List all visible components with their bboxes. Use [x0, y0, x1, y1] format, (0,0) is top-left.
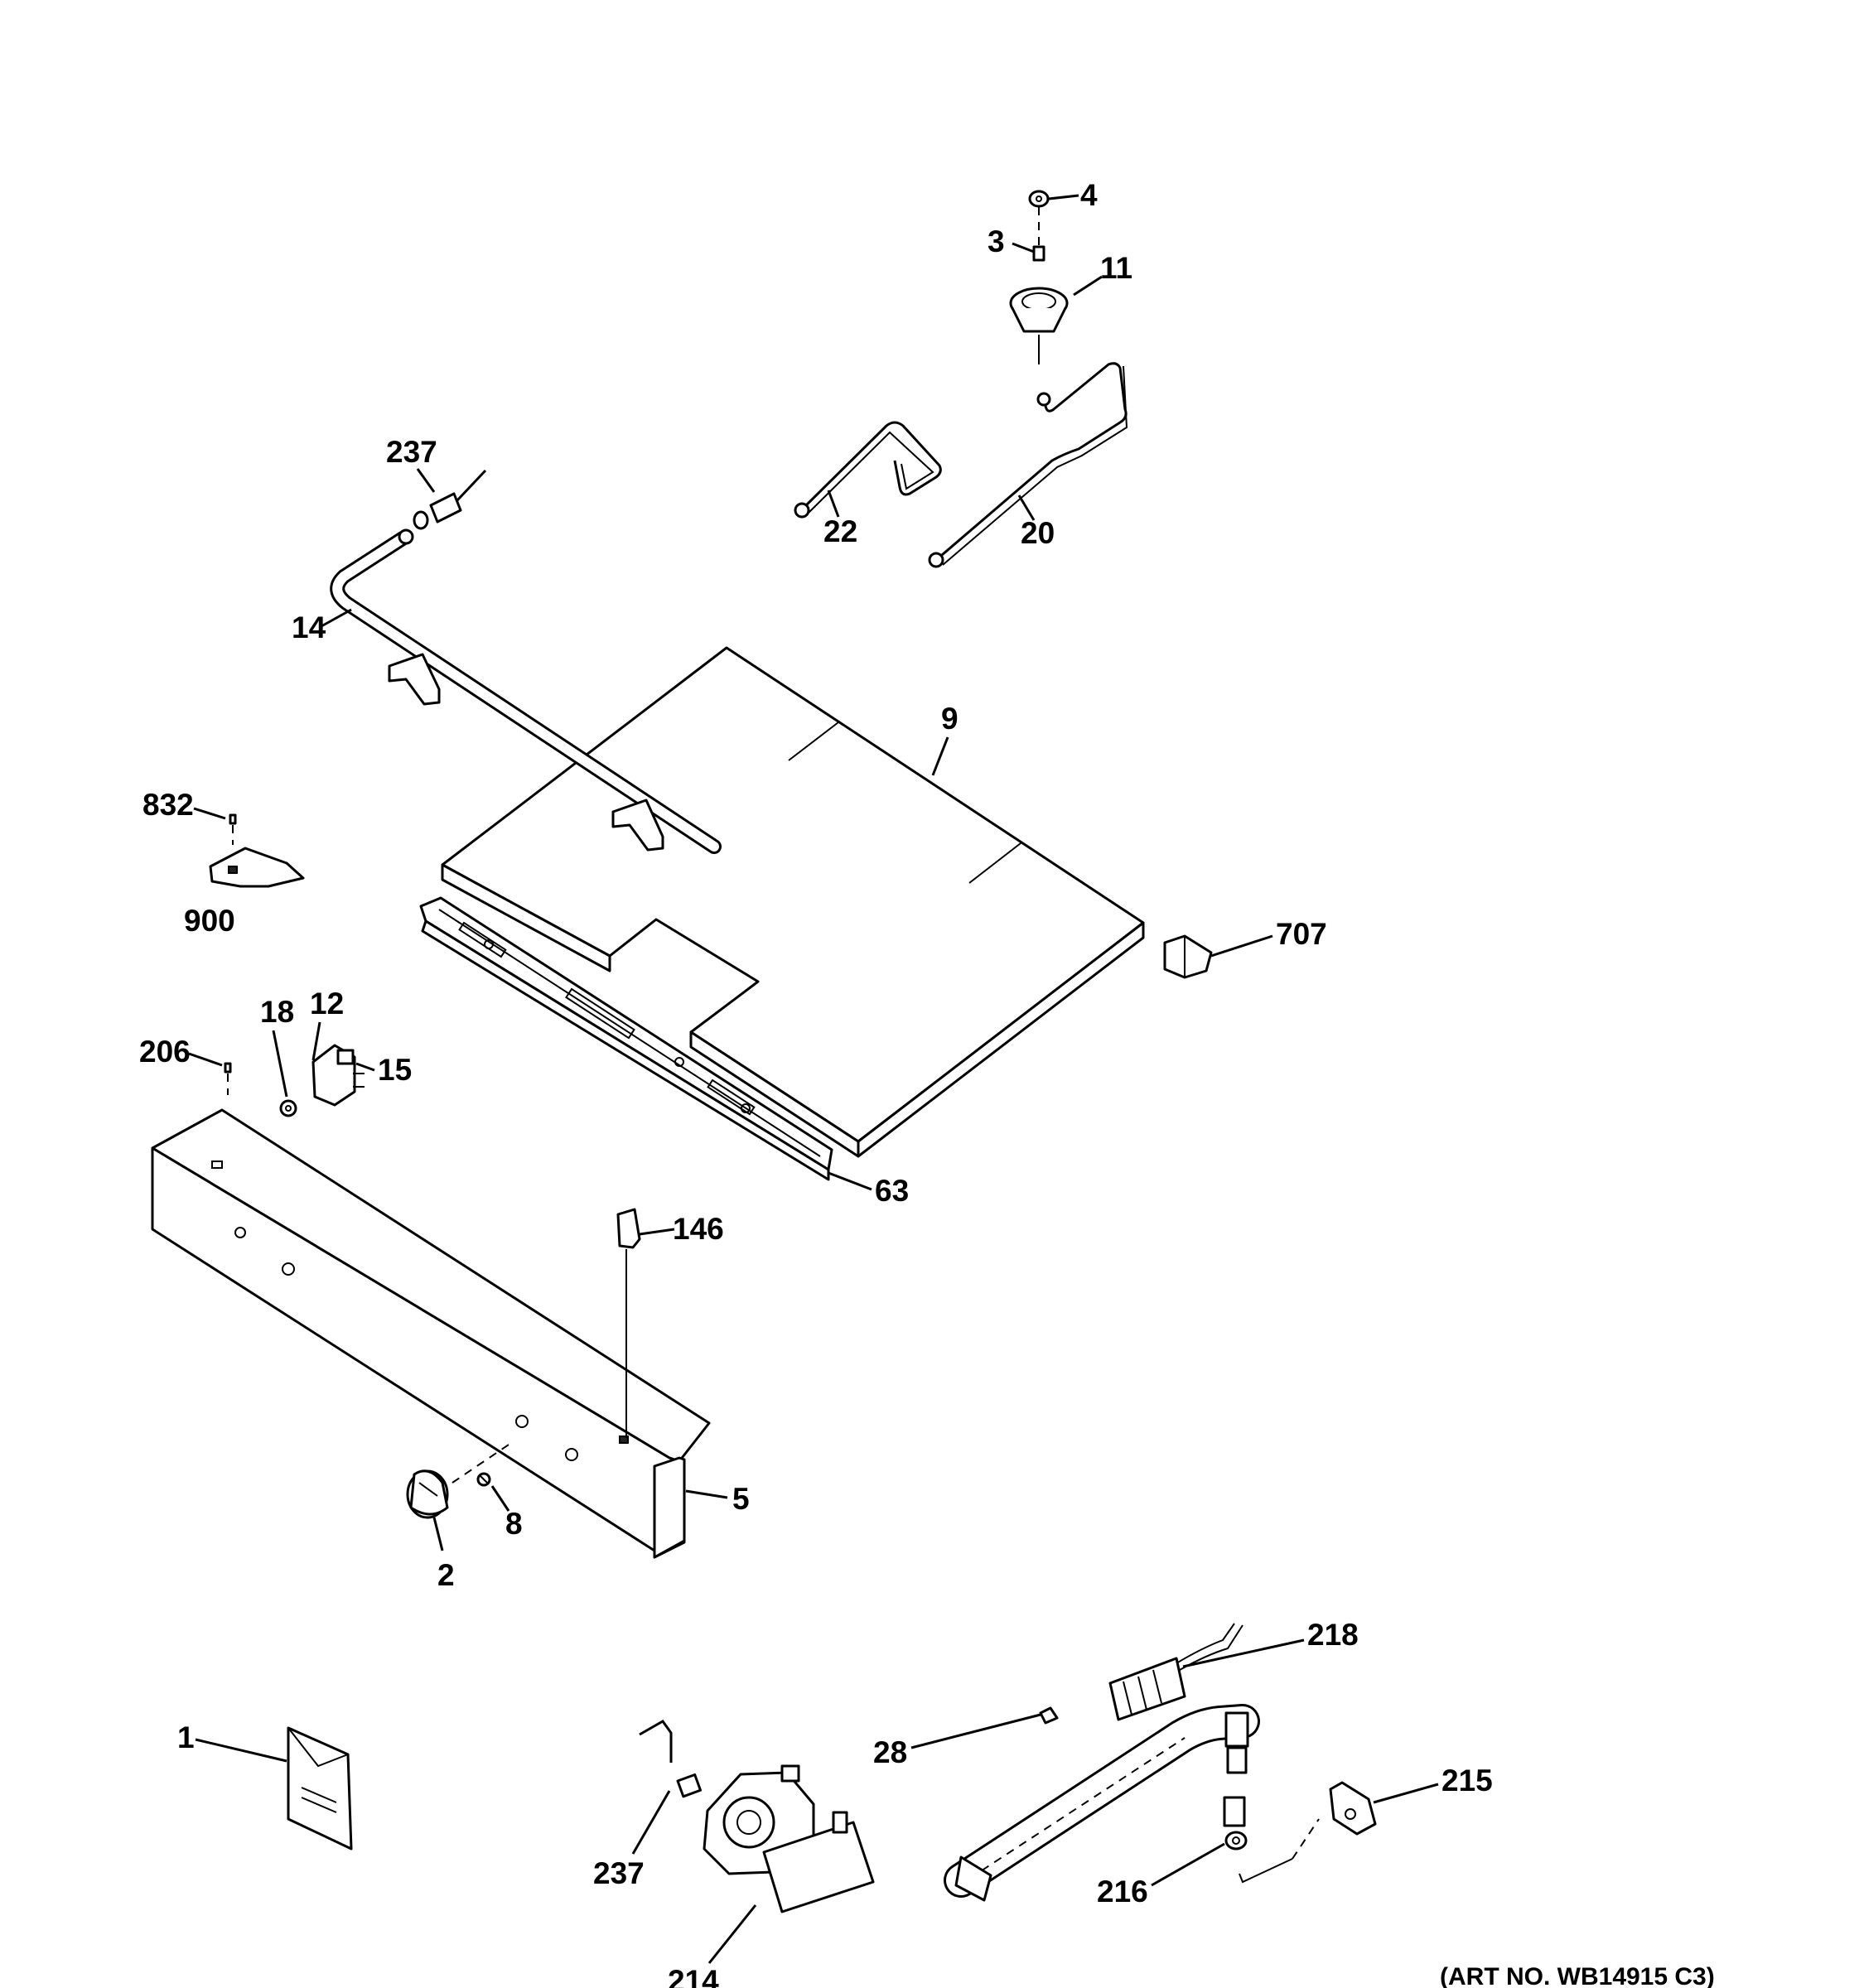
label-14: 14 — [292, 610, 326, 644]
label-237-top: 237 — [386, 435, 437, 469]
label-2: 2 — [437, 1558, 455, 1592]
label-216: 216 — [1097, 1875, 1148, 1908]
part-215-bracket — [1329, 1781, 1377, 1836]
callout-labels: 4 3 11 237 22 20 14 9 832 900 707 18 12 … — [139, 178, 1715, 1988]
label-900: 900 — [184, 904, 235, 938]
part-206-screw — [224, 1062, 232, 1095]
part-22-tubing — [794, 421, 942, 519]
label-215: 215 — [1441, 1764, 1493, 1797]
part-5-control-panel — [151, 1108, 711, 1559]
label-707: 707 — [1276, 917, 1327, 951]
label-218: 218 — [1307, 1618, 1359, 1652]
label-11: 11 — [1100, 251, 1132, 285]
label-28: 28 — [873, 1735, 907, 1769]
label-4: 4 — [1080, 178, 1098, 212]
part-18-nut — [279, 1099, 297, 1117]
part-237-bottom-fitting — [639, 1720, 703, 1798]
label-63: 63 — [875, 1174, 909, 1208]
label-22: 22 — [823, 514, 857, 548]
part-28-clip — [1039, 1706, 1059, 1725]
part-1-packet — [287, 1726, 353, 1850]
part-214-valve — [703, 1764, 875, 1913]
art-number: (ART NO. WB14915 C3) — [1440, 1963, 1715, 1988]
part-832-screw — [229, 813, 237, 845]
part-707-clip — [1163, 934, 1213, 979]
label-214: 214 — [668, 1964, 719, 1988]
part-900-bracket — [209, 847, 305, 888]
label-146: 146 — [673, 1212, 724, 1246]
label-15: 15 — [378, 1053, 412, 1087]
part-237-top-fitting — [413, 469, 487, 530]
part-20-tubing — [928, 362, 1128, 568]
part-216-nut — [1224, 1818, 1320, 1884]
label-5: 5 — [732, 1482, 750, 1516]
part-218-burner-tube — [944, 1623, 1260, 1902]
part-63-rail — [419, 896, 833, 1181]
part-8-screw — [476, 1472, 491, 1487]
part-4-nut — [1028, 190, 1050, 208]
label-20: 20 — [1021, 516, 1055, 550]
label-12: 12 — [310, 987, 344, 1021]
label-3: 3 — [988, 224, 1005, 258]
label-1: 1 — [177, 1720, 195, 1754]
label-206: 206 — [139, 1035, 191, 1069]
centerline-knob — [452, 1440, 514, 1484]
part-14-manifold — [330, 528, 722, 854]
label-18: 18 — [260, 995, 294, 1029]
part-9-panel — [441, 646, 1145, 1158]
label-237-bottom: 237 — [593, 1856, 645, 1890]
part-3-orifice — [1032, 245, 1045, 262]
part-2-knob — [406, 1469, 449, 1519]
part-12-15-switch — [311, 1044, 365, 1107]
label-8: 8 — [505, 1507, 523, 1541]
part-11-burner — [1009, 287, 1069, 364]
label-9: 9 — [941, 702, 959, 736]
part-146-clip — [616, 1208, 641, 1438]
leader-lines — [188, 194, 1439, 1964]
label-832: 832 — [142, 788, 194, 822]
